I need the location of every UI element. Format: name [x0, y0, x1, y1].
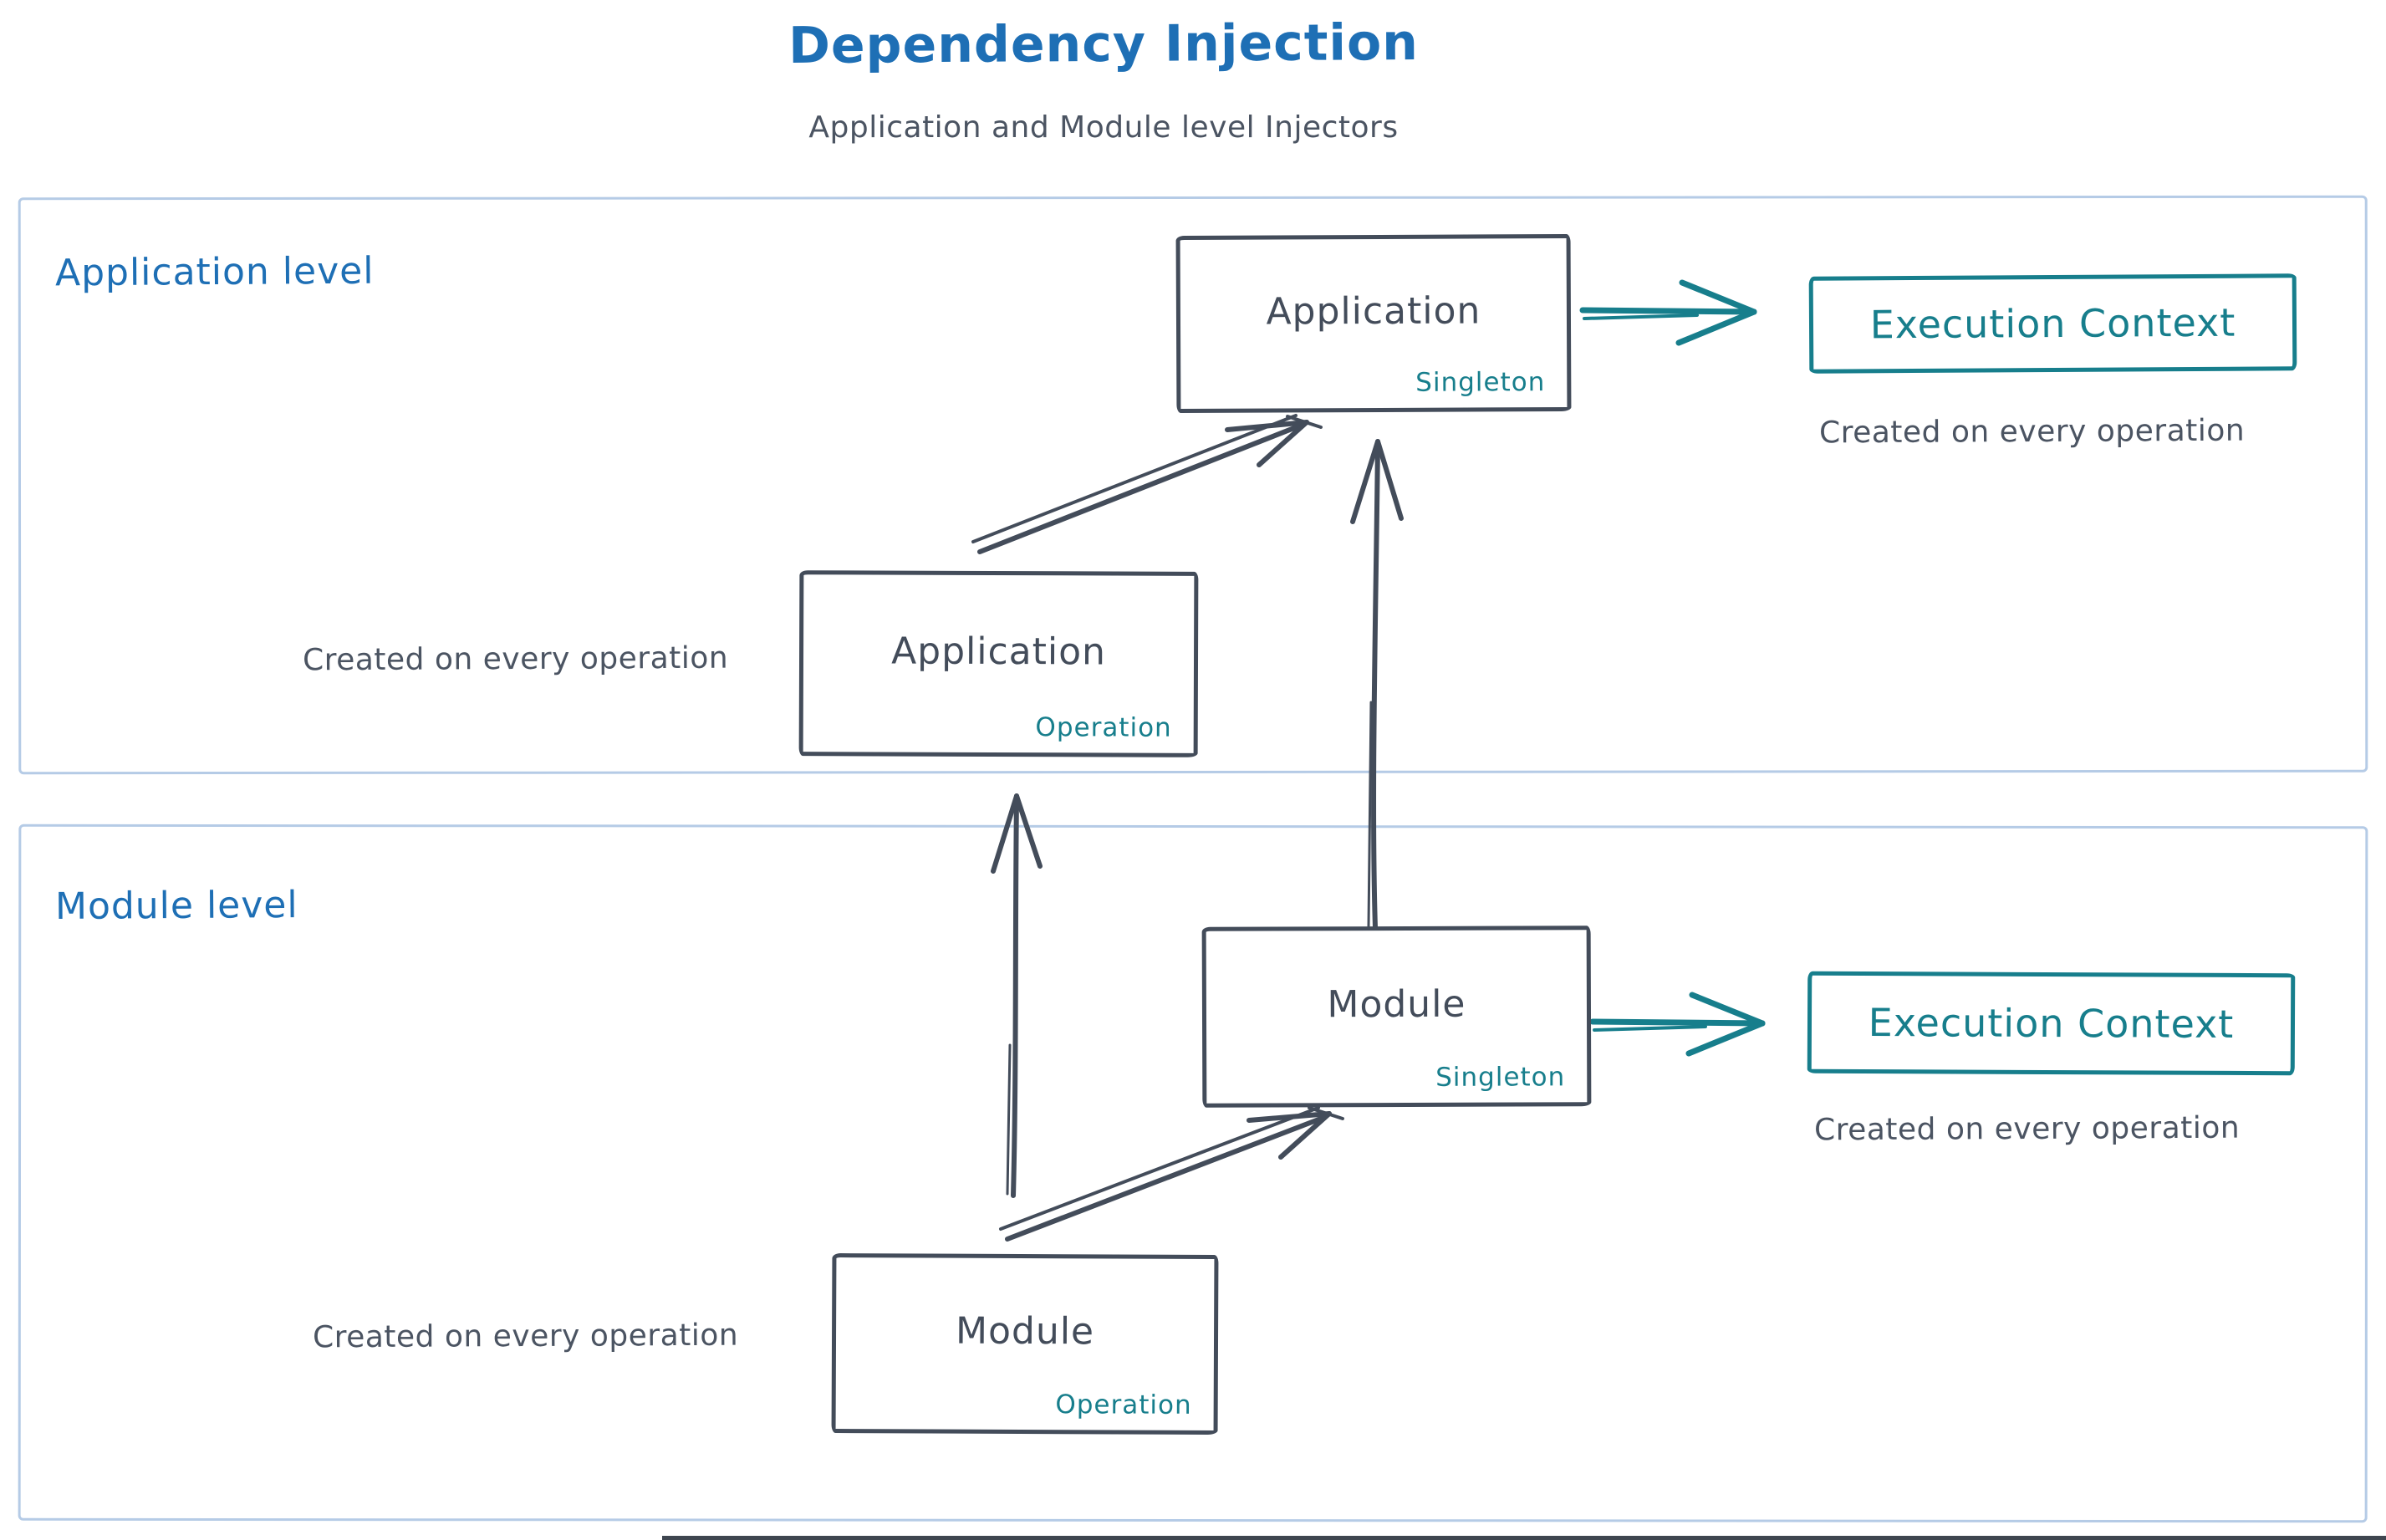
page-title: Dependency Injection — [788, 13, 1420, 75]
app-singleton-box: Application Singleton — [1175, 233, 1572, 414]
module-singleton-box: Module Singleton — [1201, 926, 1592, 1108]
module-level-label: Module level — [54, 883, 298, 929]
bottom-edge-line — [662, 1536, 2386, 1540]
app-singleton-scope: Singleton — [1415, 367, 1546, 398]
module-execution-context-title: Execution Context — [1868, 1000, 2235, 1047]
app-operation-scope: Operation — [1035, 712, 1172, 743]
app-operation-title: Application — [891, 630, 1107, 673]
app-operation-box: Application Operation — [798, 570, 1199, 757]
app-execution-context-box: Execution Context — [1808, 273, 2297, 374]
module-operation-title: Module — [955, 1309, 1095, 1354]
module-singleton-title: Module — [1327, 982, 1466, 1026]
module-operation-box: Module Operation — [831, 1252, 1219, 1435]
app-operation-note: Created on every operation — [302, 640, 729, 678]
app-execution-context-note: Created on every operation — [1818, 413, 2246, 451]
app-singleton-title: Application — [1266, 288, 1481, 334]
module-execution-context-note: Created on every operation — [1813, 1110, 2241, 1148]
page-subtitle: Application and Module level Injectors — [808, 110, 1399, 145]
module-execution-context-box: Execution Context — [1807, 971, 2296, 1076]
app-execution-context-title: Execution Context — [1869, 299, 2236, 348]
module-operation-note: Created on every operation — [312, 1318, 739, 1355]
application-level-label: Application level — [54, 249, 375, 295]
module-singleton-scope: Singleton — [1435, 1062, 1566, 1093]
module-operation-scope: Operation — [1055, 1390, 1192, 1420]
